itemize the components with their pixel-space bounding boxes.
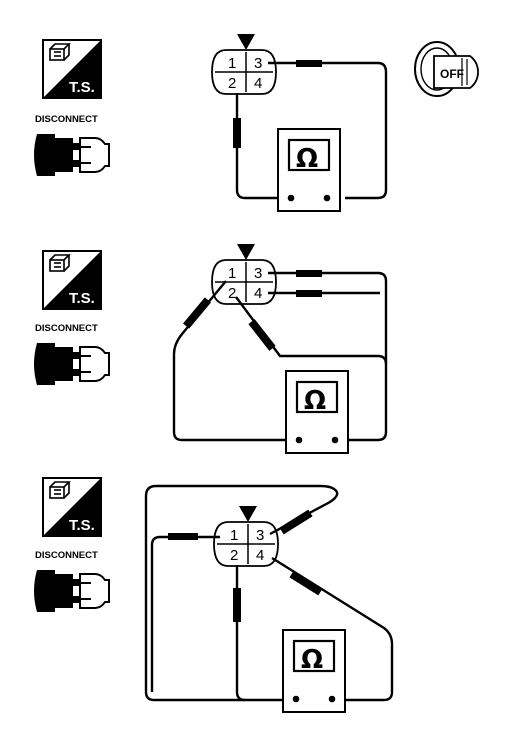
pin-label: 1 bbox=[230, 527, 238, 544]
disconnect-icon bbox=[33, 342, 110, 386]
pin-label: 3 bbox=[254, 265, 262, 282]
pin-label: 4 bbox=[254, 75, 262, 92]
harness-connector: 1 3 2 4 bbox=[211, 34, 277, 95]
panel-2: T.S. DISCONNECT 1 3 2 4 Ω bbox=[33, 244, 388, 455]
pin-label: 4 bbox=[256, 547, 264, 564]
harness-connector: 1 3 2 4 bbox=[213, 506, 279, 567]
ts-label: T.S. bbox=[69, 290, 95, 307]
ohmmeter-symbol: Ω bbox=[296, 144, 318, 174]
disconnect-label: DISCONNECT bbox=[35, 550, 98, 561]
ohmmeter-symbol: Ω bbox=[301, 645, 323, 675]
disconnect-icon bbox=[33, 569, 110, 613]
connector-lock-icon bbox=[237, 244, 255, 260]
disconnect-label: DISCONNECT bbox=[35, 114, 98, 125]
probe-tip bbox=[248, 319, 276, 351]
probe-wires bbox=[144, 484, 394, 702]
probe-tip bbox=[233, 588, 241, 622]
probe-tip bbox=[289, 570, 323, 596]
ts-label: T.S. bbox=[69, 79, 95, 96]
connector-lock-icon bbox=[237, 34, 255, 50]
probe-tip bbox=[168, 533, 198, 540]
probe-tip bbox=[279, 509, 313, 535]
probe-tip bbox=[296, 290, 322, 297]
ts-label: T.S. bbox=[69, 517, 95, 534]
pin-label: 3 bbox=[256, 527, 264, 544]
harness-connector: 1 3 2 4 bbox=[211, 244, 277, 305]
ohmmeter-symbol: Ω bbox=[304, 386, 326, 416]
panel-1: T.S. DISCONNECT 1 3 2 4 Ω bbox=[33, 34, 479, 213]
pin-label: 4 bbox=[254, 285, 262, 302]
probe-wires bbox=[235, 61, 388, 200]
probe-tip bbox=[296, 270, 322, 277]
connector-lock-icon bbox=[239, 506, 257, 522]
pin-label: 1 bbox=[228, 265, 236, 282]
pin-label: 3 bbox=[254, 55, 262, 72]
probe-tip bbox=[233, 118, 241, 148]
probe-wires bbox=[172, 271, 388, 442]
ignition-off-label: OFF bbox=[440, 67, 464, 81]
probe-tip bbox=[183, 297, 211, 329]
disconnect-label: DISCONNECT bbox=[35, 323, 98, 334]
disconnect-icon bbox=[33, 133, 110, 177]
probe-tip bbox=[296, 60, 322, 67]
panel-3: T.S. DISCONNECT 1 3 2 4 Ω bbox=[33, 477, 394, 714]
pin-label: 2 bbox=[230, 547, 238, 564]
pin-label: 2 bbox=[228, 75, 236, 92]
ignition-key-off-icon: OFF bbox=[414, 41, 479, 97]
pin-label: 1 bbox=[228, 55, 236, 72]
pin-label: 2 bbox=[228, 285, 236, 302]
